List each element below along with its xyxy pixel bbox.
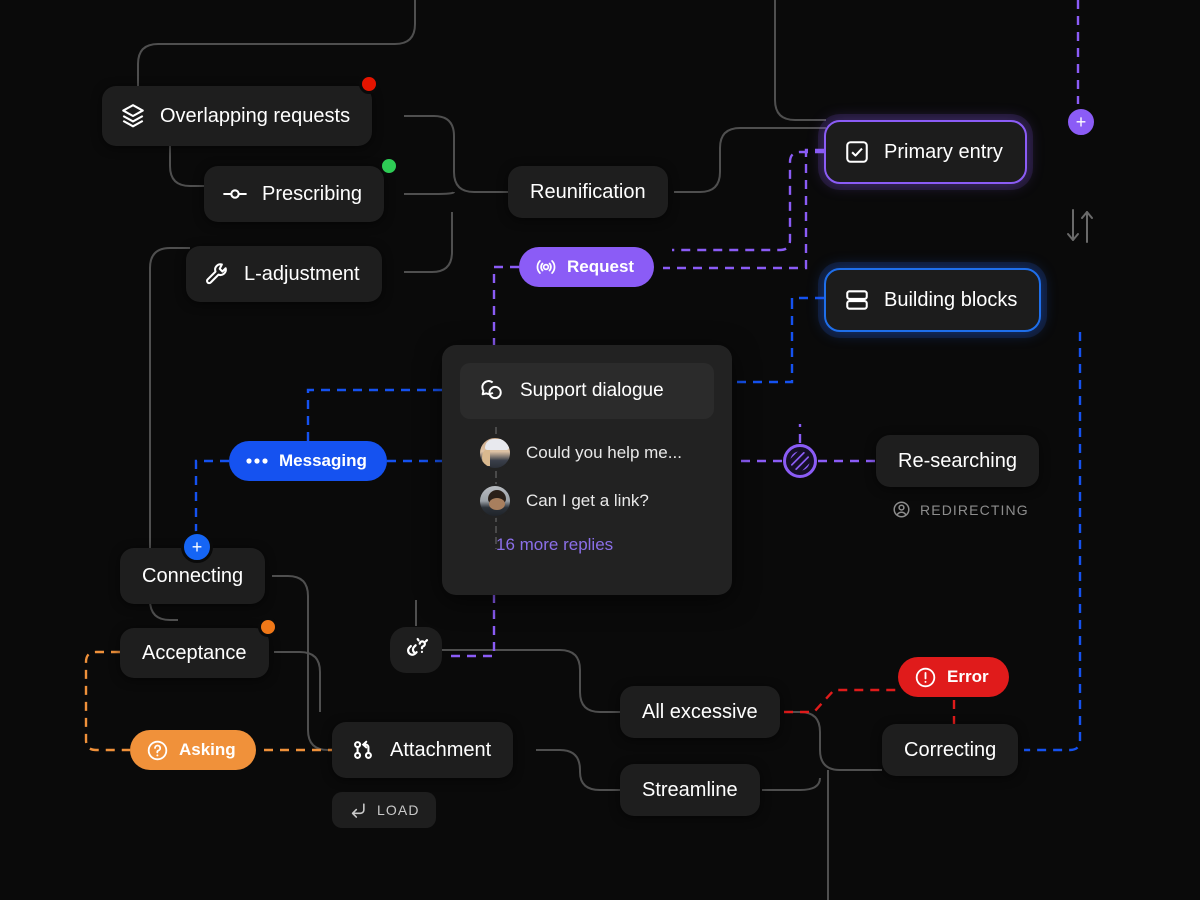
arrow-return-icon	[348, 800, 368, 820]
pill-asking[interactable]: Asking	[130, 730, 256, 770]
checkbox-checked-icon	[844, 139, 870, 165]
pill-error[interactable]: Error	[898, 657, 1009, 697]
node-primary-entry[interactable]: Primary entry	[824, 120, 1027, 184]
pill-label: Messaging	[279, 451, 367, 470]
card-title: Support dialogue	[520, 380, 664, 401]
broken-link-question-icon[interactable]	[390, 627, 442, 673]
node-label: Reunification	[530, 181, 646, 203]
node-label: Correcting	[904, 739, 997, 761]
card-header[interactable]: Support dialogue	[460, 363, 714, 419]
rows-icon	[844, 287, 870, 313]
blocked-circle-icon[interactable]	[783, 444, 817, 478]
node-label: Acceptance	[142, 642, 247, 664]
status-dot-green	[379, 156, 399, 176]
node-overlapping-requests[interactable]: Overlapping requests	[102, 86, 373, 146]
card-body: Could you help me... Can I get a link? 1…	[460, 419, 714, 565]
node-attachment[interactable]: Attachment	[332, 722, 514, 778]
node-reunification[interactable]: Reunification	[508, 166, 668, 218]
pill-request[interactable]: Request	[519, 247, 655, 287]
node-correcting[interactable]: Correcting	[882, 724, 1019, 776]
pill-label: Request	[567, 257, 635, 276]
node-label: Overlapping requests	[160, 105, 351, 127]
add-node-badge-primary-entry[interactable]: +	[1065, 106, 1097, 138]
node-label: Streamline	[642, 779, 738, 801]
pill-messaging[interactable]: Messaging	[229, 441, 387, 481]
tag-load[interactable]: LOAD	[332, 792, 436, 828]
user-circle-icon	[892, 500, 911, 519]
avatar	[478, 484, 512, 518]
sort-updown-icon[interactable]	[1062, 206, 1098, 251]
tag-label: REDIRECTING	[920, 501, 1029, 518]
pill-label: Error	[947, 667, 989, 686]
node-label: Building blocks	[884, 289, 1018, 311]
node-streamline[interactable]: Streamline	[620, 764, 760, 816]
git-branch-icon	[350, 737, 376, 763]
more-replies-link[interactable]: 16 more replies	[496, 535, 614, 554]
wrench-icon	[204, 261, 230, 287]
avatar	[478, 436, 512, 470]
node-re-searching[interactable]: Re-searching	[876, 435, 1039, 487]
status-dot-orange	[258, 617, 278, 637]
node-connector-icon	[222, 181, 248, 207]
node-acceptance[interactable]: Acceptance	[120, 628, 269, 678]
node-label: Primary entry	[884, 141, 1003, 163]
plus-icon: +	[191, 537, 203, 557]
list-item[interactable]: Could you help me...	[460, 429, 714, 477]
node-label: Connecting	[142, 565, 244, 587]
plus-icon: +	[1075, 112, 1087, 132]
node-label: Attachment	[390, 739, 492, 761]
node-prescribing[interactable]: Prescribing	[204, 166, 385, 222]
alert-circle-icon	[914, 666, 937, 689]
ellipsis-icon	[245, 456, 269, 466]
add-node-badge-connecting[interactable]: +	[181, 531, 213, 563]
node-l-adjustment[interactable]: L-adjustment	[186, 246, 382, 302]
node-all-excessive[interactable]: All excessive	[620, 686, 780, 738]
pill-label: Asking	[179, 740, 236, 759]
node-label: L-adjustment	[244, 263, 360, 285]
message-text: Can I get a link?	[526, 491, 649, 510]
message-text: Could you help me...	[526, 443, 682, 462]
list-item[interactable]: Can I get a link?	[460, 477, 714, 525]
broadcast-icon	[535, 256, 557, 278]
node-building-blocks[interactable]: Building blocks	[824, 268, 1042, 332]
tag-label: LOAD	[377, 802, 420, 818]
support-dialogue-card[interactable]: Support dialogue Could you help me... Ca…	[442, 345, 732, 595]
hatch-glyph	[790, 451, 810, 471]
tag-redirecting: REDIRECTING	[892, 500, 1029, 519]
node-label: All excessive	[642, 701, 758, 723]
chat-bubbles-icon	[478, 378, 504, 404]
node-label: Re-searching	[898, 450, 1017, 472]
status-dot-red	[359, 74, 379, 94]
layers-icon	[120, 103, 146, 129]
node-label: Prescribing	[262, 183, 363, 205]
question-circle-icon	[146, 739, 169, 762]
